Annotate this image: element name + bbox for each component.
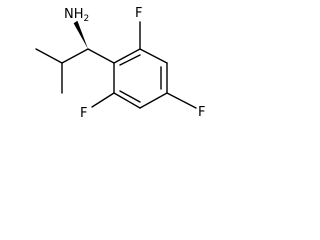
ring-bond-4 [139,92,168,109]
molecule-drawing: NH2 F F F [35,6,205,121]
amine-hydrogen-count: 2 [84,14,90,24]
wedge-bond-amine [73,20,88,49]
amine-hydrogen: H [74,7,84,22]
ring-bond-1 [113,48,141,64]
amine-label: NH2 [64,7,89,24]
bond-isopropyl-chiral [61,48,89,64]
amine-nitrogen: N [64,7,74,22]
bond-methyl-top [35,48,63,64]
fluorine-bottom-left-label: F [80,106,87,121]
ring-double-bond-c [119,90,141,103]
bond-chiral-ring [87,48,115,64]
bond-fluorine-bottom-left [91,92,115,108]
fluorine-right-label: F [198,105,205,120]
ring-bond-5 [113,92,141,109]
structure-diagram: NH2 F F F [0,0,218,136]
fluorine-top-label: F [135,6,142,21]
ring-bond-2 [139,48,168,64]
ring-double-bond-a [119,54,141,66]
bond-fluorine-right [166,92,197,109]
